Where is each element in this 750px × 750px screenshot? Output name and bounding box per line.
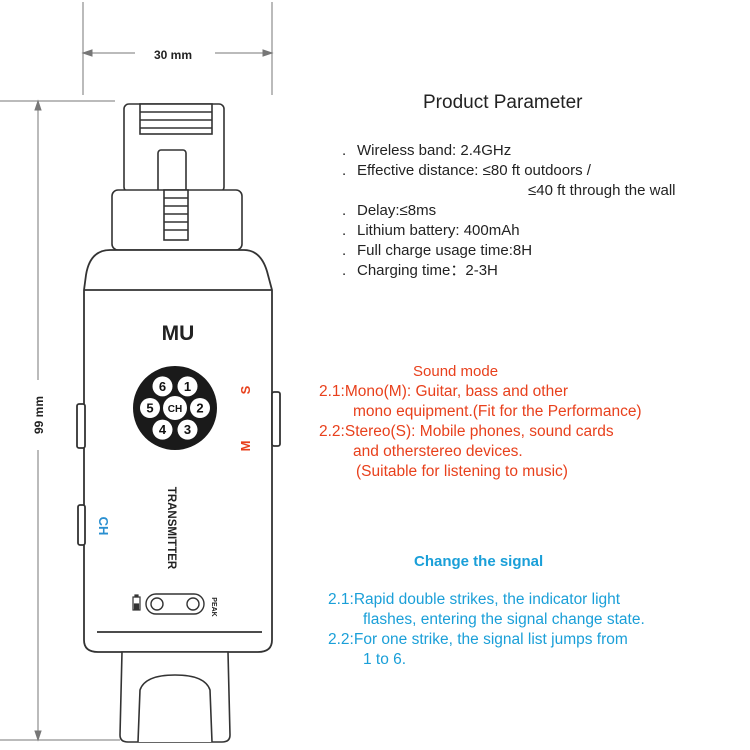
brand-logo: MU bbox=[162, 322, 195, 345]
change-signal-line: 2.1:Rapid double strikes, the indicator … bbox=[328, 591, 621, 608]
dial-number-label: 4 bbox=[159, 422, 167, 437]
parameter-item: .Lithium battery: 400mAh bbox=[342, 222, 520, 239]
dial-number-button bbox=[152, 419, 173, 440]
sound-mode-line: 2.1:Mono(M): Guitar, bass and other bbox=[319, 383, 568, 400]
dial-number-button bbox=[190, 398, 210, 418]
dial-number-label: 1 bbox=[184, 379, 191, 394]
parameter-item: .Charging time：2-3H bbox=[342, 262, 498, 279]
battery-icon bbox=[132, 594, 141, 611]
led-indicator-window bbox=[145, 593, 205, 615]
dial-number-button bbox=[152, 376, 173, 397]
change-signal-line: flashes, entering the signal change stat… bbox=[363, 611, 645, 628]
product-label: TRANSMITTER bbox=[165, 487, 177, 570]
dial-number-label: 5 bbox=[146, 401, 153, 416]
dial-center-label: CH bbox=[168, 404, 182, 415]
parameter-item: .Delay:≤8ms bbox=[342, 202, 437, 219]
dial-number-label: 6 bbox=[159, 379, 166, 394]
parameter-item: .Effective distance: ≤80 ft outdoors / bbox=[342, 162, 591, 179]
sound-mode-title: Sound mode bbox=[413, 363, 499, 380]
width-label: 30 mm bbox=[154, 48, 192, 62]
xlr-connector bbox=[111, 103, 243, 251]
parameters-title: Product Parameter bbox=[423, 92, 583, 113]
change-signal-line: 2.2:For one strike, the signal list jump… bbox=[328, 631, 628, 648]
change-signal-title: Change the signal bbox=[414, 553, 544, 570]
dial-numbers: 123 456 bbox=[140, 376, 210, 440]
sound-mode-line: mono equipment.(Fit for the Performance) bbox=[353, 403, 642, 420]
parameter-item: .Wireless band: 2.4GHz bbox=[342, 142, 512, 159]
dial-number-button bbox=[177, 419, 198, 440]
change-signal-description: 2.1:Rapid double strikes, the indicator … bbox=[328, 590, 645, 670]
dial-number-button bbox=[140, 398, 160, 418]
sound-mode-line: and otherstereo devices. bbox=[353, 443, 523, 460]
height-label: 99 mm bbox=[32, 396, 46, 434]
dial-number-label: 2 bbox=[196, 401, 203, 416]
ch-button-label: CH bbox=[96, 517, 111, 536]
device-body bbox=[76, 249, 281, 653]
switch-label-stereo: S bbox=[238, 385, 253, 394]
switch-label-mono: M bbox=[238, 441, 253, 452]
parameter-item: .Full charge usage time:8H bbox=[342, 242, 533, 259]
dial-number-label: 3 bbox=[184, 422, 191, 437]
parameters-list: .Wireless band: 2.4GHz .Effective distan… bbox=[342, 141, 676, 281]
parameter-item-continuation: ≤40 ft through the wall bbox=[528, 182, 676, 199]
sound-mode-line: (Suitable for listening to music) bbox=[356, 463, 568, 480]
sound-mode-description: 2.1:Mono(M): Guitar, bass and other mono… bbox=[319, 382, 642, 482]
bottom-connector bbox=[119, 651, 231, 743]
dial-number-button bbox=[177, 376, 198, 397]
sound-mode-line: 2.2:Stereo(S): Mobile phones, sound card… bbox=[319, 423, 614, 440]
change-signal-line: 1 to 6. bbox=[363, 651, 407, 668]
peak-label: PEAK bbox=[210, 597, 217, 616]
